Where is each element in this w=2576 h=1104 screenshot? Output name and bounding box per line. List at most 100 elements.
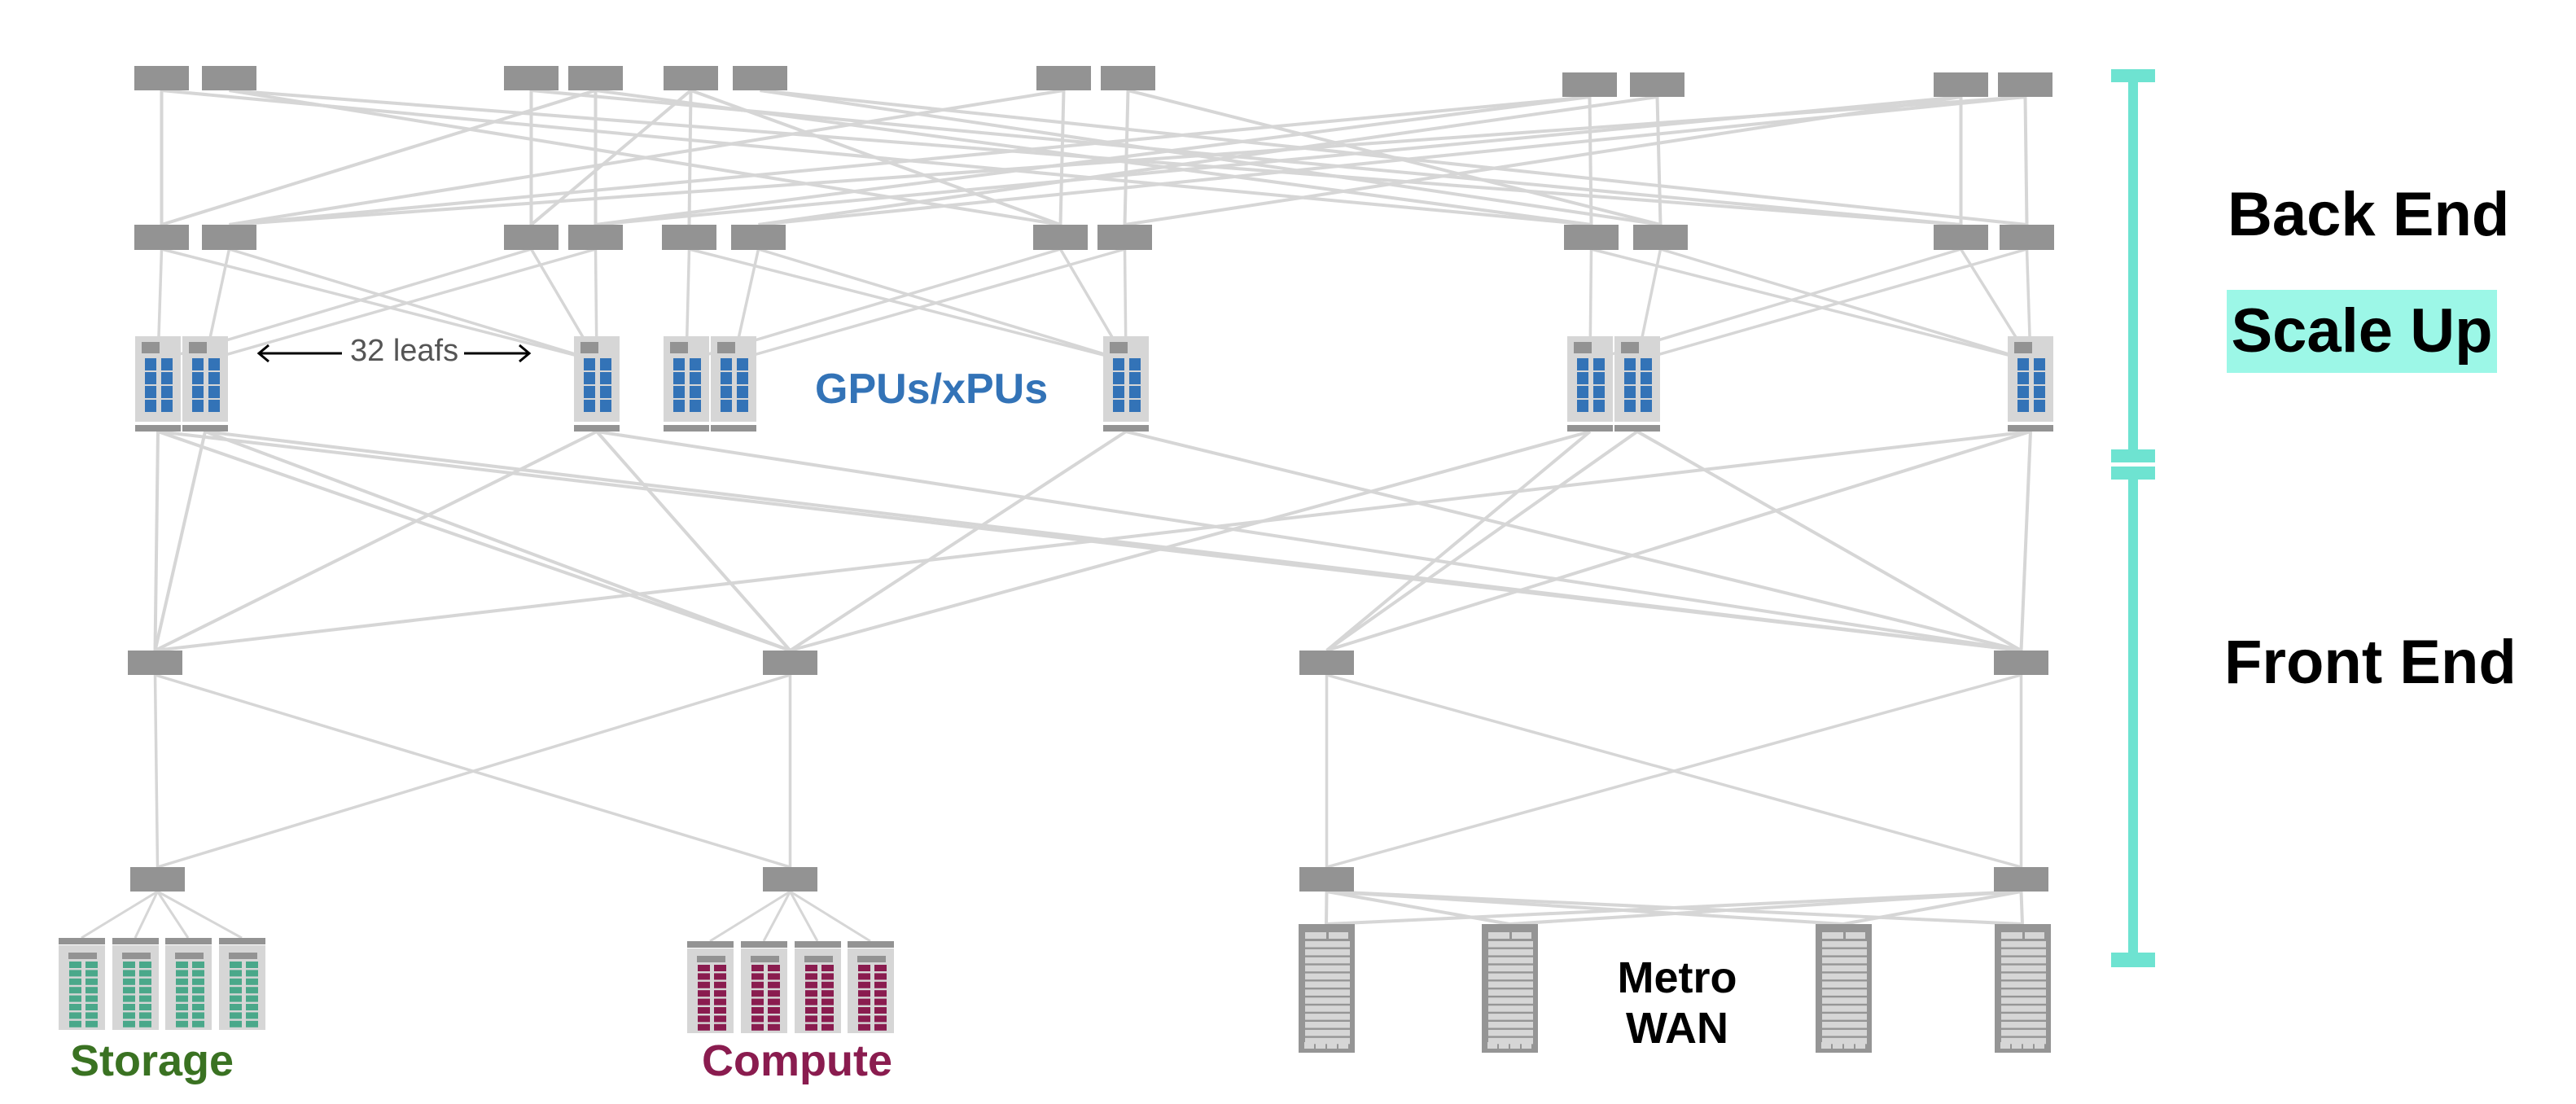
- drive-bay: [176, 1020, 188, 1027]
- drive-bay: [698, 1015, 710, 1023]
- drive-bay: [192, 995, 204, 1002]
- gpu-chip: [1577, 358, 1588, 370]
- link: [789, 430, 1128, 652]
- server-base: [1567, 425, 1613, 432]
- gpu-chip: [1641, 400, 1652, 412]
- drive-bay: [85, 962, 98, 968]
- drive-bay: [874, 1015, 887, 1023]
- gpu-chip: [737, 372, 748, 384]
- leafs-arrow: [256, 344, 532, 363]
- drive-bay: [230, 978, 242, 985]
- drive-bay: [698, 990, 710, 997]
- link: [153, 431, 207, 651]
- router-slot: [1305, 981, 1350, 988]
- drive-bay: [768, 1015, 780, 1023]
- drive-bay: [821, 981, 834, 988]
- router-port: [2000, 1042, 2010, 1049]
- drive-bay: [858, 990, 870, 997]
- drive-bay: [698, 981, 710, 988]
- server-indicator: [751, 956, 779, 962]
- drive-bay: [176, 1004, 188, 1010]
- drive-bay: [123, 987, 135, 994]
- router-slot: [1822, 981, 1867, 988]
- drive-bay: [123, 970, 135, 977]
- gpu-chip: [1593, 358, 1605, 370]
- gpu-chip: [208, 400, 220, 412]
- compute-label: Compute: [702, 1036, 892, 1085]
- gpu-chip: [673, 386, 685, 398]
- drive-bay: [768, 1007, 780, 1014]
- server-top-bar: [59, 938, 105, 944]
- gpu-chip: [161, 386, 173, 398]
- router-port: [1855, 1042, 1865, 1049]
- router-slot: [2001, 1022, 2046, 1028]
- link: [1588, 96, 1593, 226]
- server-indicator: [1621, 342, 1639, 353]
- router-slot: [1305, 1037, 1350, 1045]
- drive-bay: [230, 1020, 242, 1027]
- drive-bay: [192, 987, 204, 994]
- drive-bay: [85, 970, 98, 977]
- gpu-chip: [1641, 358, 1652, 370]
- link: [157, 430, 791, 652]
- drive-bay: [246, 962, 258, 968]
- wan-router: [1299, 924, 1355, 1053]
- link: [2023, 96, 2029, 226]
- drive-bay: [192, 1004, 204, 1010]
- drive-bay: [69, 1020, 81, 1027]
- drive-bay: [821, 1007, 834, 1014]
- link: [229, 95, 2026, 226]
- router-slot: [2001, 1037, 2046, 1045]
- gpu-chip: [1641, 386, 1652, 398]
- bracket-backend-bottom-cap: [2111, 449, 2155, 462]
- drive-bay: [874, 998, 887, 1005]
- wan-router: [1995, 924, 2051, 1053]
- server-indicator: [580, 342, 598, 353]
- link: [156, 891, 190, 939]
- router-port: [1327, 1042, 1337, 1049]
- router-slot: [1488, 1014, 1533, 1020]
- drive-bay: [821, 990, 834, 997]
- router-slot: [1488, 957, 1533, 964]
- drive-bay: [246, 987, 258, 994]
- drive-bay: [751, 1007, 764, 1014]
- backend-leaf-switch: [504, 225, 559, 250]
- drive-bay: [230, 1004, 242, 1010]
- router-port: [1487, 1042, 1497, 1049]
- wan-router: [1482, 924, 1538, 1053]
- drive-bay: [874, 973, 887, 980]
- drive-bay: [192, 962, 204, 968]
- link: [596, 430, 2022, 652]
- drive-bay: [751, 981, 764, 988]
- drive-bay: [714, 981, 726, 988]
- arrow-left-head: [256, 344, 269, 363]
- bracket-frontend-line: [2128, 467, 2138, 963]
- backend-spine-switch: [1934, 72, 1988, 97]
- layer-bracket: [2111, 69, 2155, 967]
- drive-bay: [246, 970, 258, 977]
- drive-bay: [176, 995, 188, 1002]
- server-top-bar: [219, 938, 265, 944]
- backend-spine-switch: [202, 66, 256, 90]
- link: [161, 248, 598, 362]
- backend-spine-switch: [1998, 72, 2052, 97]
- link: [2019, 891, 2024, 925]
- server-indicator: [229, 953, 257, 959]
- link: [155, 430, 2031, 652]
- server-indicator: [717, 342, 735, 353]
- drive-bay: [768, 973, 780, 980]
- gpu-chip: [584, 372, 595, 384]
- server-indicator: [697, 956, 725, 962]
- gpu-chip: [721, 358, 732, 370]
- drive-bay: [805, 990, 817, 997]
- router-slot: [1822, 1014, 1867, 1020]
- drive-bay: [805, 965, 817, 971]
- gpu-chip: [2034, 386, 2045, 398]
- server-indicator: [1110, 342, 1128, 353]
- drive-bay: [805, 998, 817, 1005]
- drive-bay: [246, 1012, 258, 1019]
- gpu-chip: [161, 372, 173, 384]
- gpu-chip: [737, 400, 748, 412]
- server-indicator: [857, 956, 886, 962]
- drive-bay: [821, 1023, 834, 1031]
